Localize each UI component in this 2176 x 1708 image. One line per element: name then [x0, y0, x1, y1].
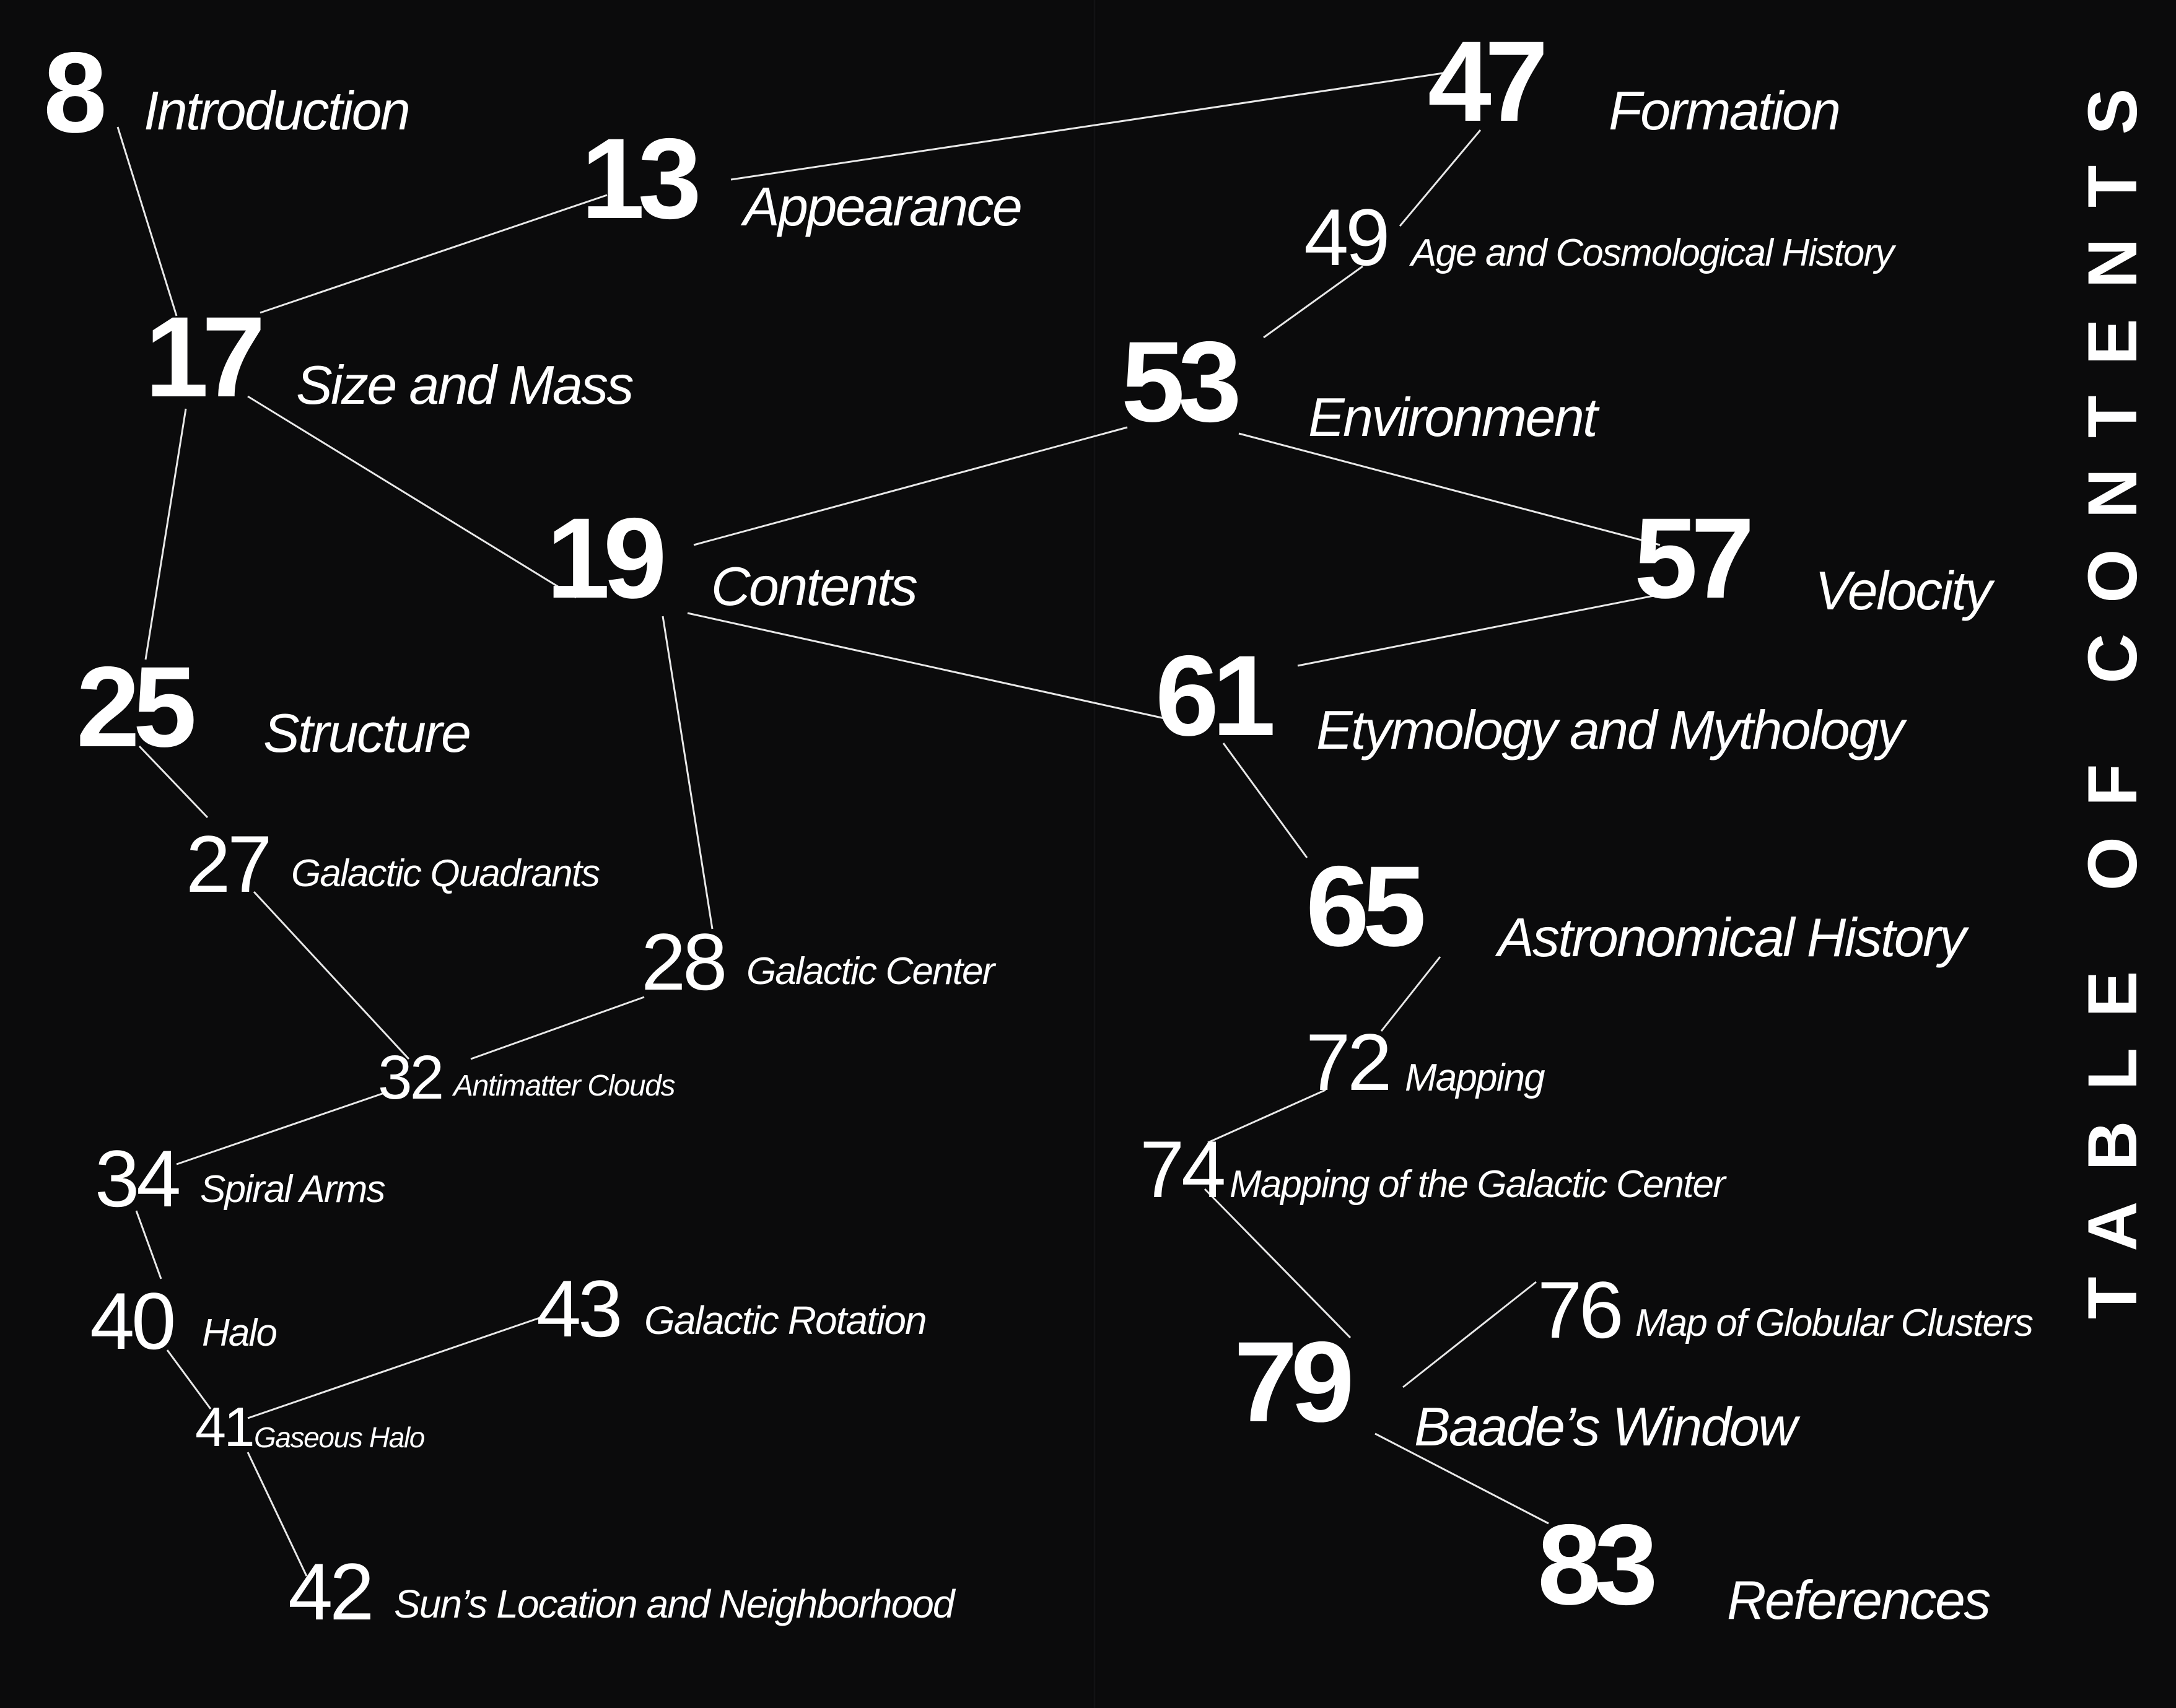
connector-19-61 [687, 612, 1165, 720]
connector-79-83 [1374, 1432, 1549, 1525]
connector-28-32 [470, 996, 645, 1060]
connector-72-74 [1207, 1089, 1326, 1144]
connector-57-61 [1297, 593, 1661, 667]
page-number: 83 [1537, 1501, 1658, 1629]
connector-61-65 [1222, 743, 1308, 858]
entry-title: Environment [1308, 386, 1598, 448]
connector-17-19 [247, 395, 577, 599]
page-number: 53 [1121, 318, 1242, 446]
connector-27-32 [253, 891, 410, 1060]
connector-25-27 [138, 745, 209, 819]
entry-title: Galactic Rotation [644, 1298, 927, 1343]
page-number: 79 [1234, 1318, 1355, 1446]
connector-53-57 [1238, 432, 1661, 546]
entry-title: Halo [202, 1312, 277, 1354]
connector-49-53 [1263, 265, 1363, 339]
entry-title: Spiral Arms [200, 1168, 385, 1211]
connector-41-43 [247, 1315, 546, 1419]
connector-17-25 [144, 408, 187, 660]
connector-41-42 [247, 1452, 308, 1577]
page-number: 57 [1634, 495, 1755, 622]
entry-title: Map of Globular Clusters [1635, 1302, 2034, 1344]
entry-title: Introduction [144, 80, 411, 141]
entry-title: Baade’s Window [1414, 1396, 1798, 1457]
page-number: 34 [95, 1133, 181, 1224]
connector-19-28 [662, 616, 714, 930]
page-number: 72 [1306, 1017, 1392, 1107]
page-number: 27 [186, 819, 272, 909]
page-number: 25 [76, 643, 197, 771]
entry-title: Sun’s Location and Neighborhood [394, 1582, 955, 1626]
page-number: 49 [1304, 192, 1390, 282]
table-of-contents-heading: TABLE OF CONTENTS [2074, 58, 2151, 1319]
entry-title: Velocity [1815, 560, 1992, 621]
page-number: 42 [288, 1546, 374, 1637]
entry-title: Etymology and Mythology [1316, 699, 1905, 760]
entry-title: Structure [263, 702, 471, 764]
page-number: 41 [195, 1396, 255, 1458]
connector-8-17 [116, 126, 178, 316]
page-number: 19 [546, 495, 667, 622]
page-number: 28 [641, 917, 727, 1007]
connector-79-76 [1402, 1281, 1537, 1388]
connector-17-13 [260, 194, 608, 314]
entry-title: Size and Mass [296, 354, 634, 416]
page-number: 40 [90, 1276, 176, 1366]
page-number: 76 [1537, 1265, 1623, 1355]
connector-19-53 [693, 426, 1128, 546]
connector-65-72 [1380, 956, 1441, 1032]
page-number: 8 [43, 29, 107, 157]
connector-34-40 [135, 1210, 162, 1279]
page-number: 74 [1140, 1124, 1226, 1214]
entry-title: Galactic Center [746, 950, 995, 993]
page-number: 43 [536, 1263, 623, 1354]
page-number: 65 [1306, 843, 1427, 970]
entry-title: Gaseous Halo [254, 1421, 425, 1453]
page-number: 61 [1155, 632, 1276, 760]
page-number: 13 [581, 115, 702, 243]
entry-title: References [1727, 1569, 1991, 1631]
page-number: 47 [1428, 18, 1549, 146]
connector-32-34 [176, 1092, 385, 1166]
entry-title: Antimatter Clouds [453, 1070, 675, 1102]
entry-title: Mapping of the Galactic Center [1230, 1163, 1726, 1206]
entry-title: Astronomical History [1498, 907, 1967, 968]
entry-title: Formation [1609, 80, 1841, 141]
entry-title: Appearance [743, 176, 1023, 237]
connector-47-49 [1399, 129, 1482, 227]
connector-40-41 [166, 1349, 212, 1410]
entry-title: Age and Cosmological History [1411, 232, 1894, 274]
connector-74-79 [1204, 1188, 1352, 1339]
entry-title: Contents [711, 556, 918, 617]
entry-title: Mapping [1405, 1057, 1545, 1099]
connector-13-47 [730, 72, 1444, 181]
entry-title: Galactic Quadrants [291, 852, 600, 895]
page-number: 32 [378, 1043, 444, 1112]
page-gutter [1093, 0, 1096, 1708]
page-number: 17 [145, 294, 266, 421]
